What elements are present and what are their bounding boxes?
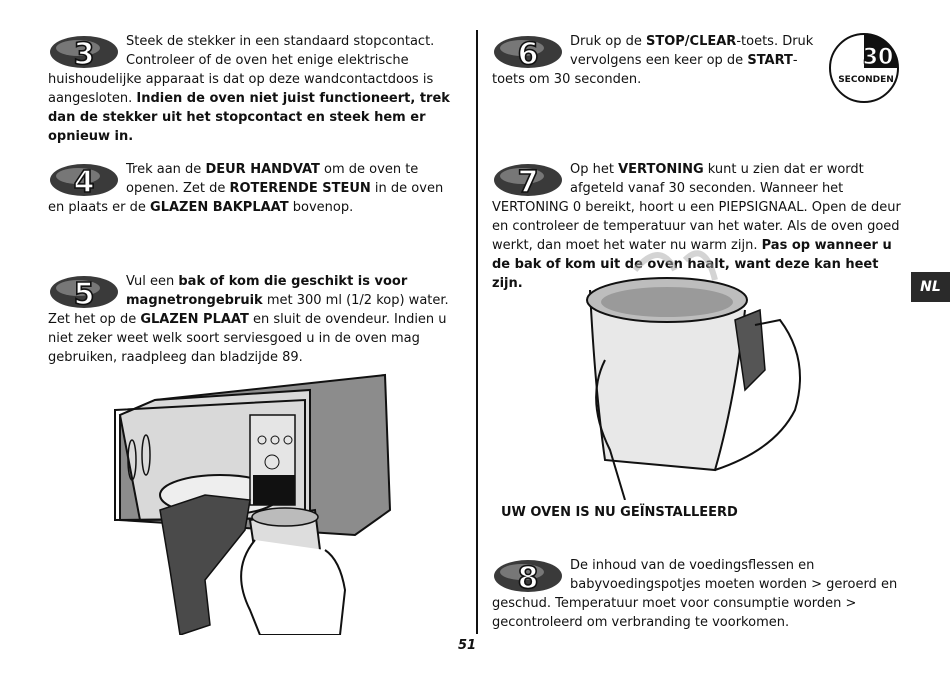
step-text-bold: START xyxy=(747,53,793,68)
step-text: en sluit de ovendeur. Indien u niet zeke… xyxy=(48,312,447,365)
step-text-bold: Pas op wanneer u de bak of kom uit de ov… xyxy=(492,238,892,291)
step-text: Trek aan de xyxy=(126,162,206,177)
step-text: Druk op de xyxy=(570,34,646,49)
step-text-bold: Indien de oven niet juist functioneert, … xyxy=(48,91,450,144)
timer-value: 30 xyxy=(863,45,894,70)
step-text: met 300 ml (1/2 kop) water. Zet het op d… xyxy=(48,293,449,327)
step-text: Vul een xyxy=(126,274,179,289)
step-7: 7 Op het VERTONING kunt u zien dat er wo… xyxy=(492,160,902,293)
hand-holding-cup-illustration xyxy=(586,250,801,500)
step-text-bold: DEUR HANDVAT xyxy=(205,162,320,177)
step-text: kunt u zien dat er wordt afgeteld vanaf … xyxy=(492,162,901,253)
step-text: -toets. Druk vervolgens een keer op de xyxy=(570,34,814,68)
step-text-bold: bak of kom die geschikt is voor magnetro… xyxy=(126,274,408,308)
step-text-bold: GLAZEN PLAAT xyxy=(140,312,249,327)
svg-text:8: 8 xyxy=(518,561,539,594)
page-number: 51 xyxy=(458,638,477,653)
step-text-bold: VERTONING xyxy=(618,162,704,177)
svg-text:7: 7 xyxy=(518,165,539,198)
step-number-badge: 3 xyxy=(48,34,120,70)
step-5: 5 Vul een bak of kom die geschikt is voo… xyxy=(48,272,463,367)
installed-heading: UW OVEN IS NU GEÏNSTALLEERD xyxy=(501,505,738,520)
svg-text:3: 3 xyxy=(74,37,95,70)
step-number-badge: 7 xyxy=(492,162,564,198)
step-6: 6 Druk op de STOP/CLEAR-toets. Druk verv… xyxy=(492,32,827,89)
svg-text:4: 4 xyxy=(74,165,95,198)
svg-text:5: 5 xyxy=(74,277,95,310)
svg-text:6: 6 xyxy=(518,37,539,70)
step-text: in de oven en plaats er de xyxy=(48,181,444,215)
step-text-bold: GLAZEN BAKPLAAT xyxy=(150,200,289,215)
step-8: 8 De inhoud van de voedingsflessen en ba… xyxy=(492,556,902,632)
step-4: 4 Trek aan de DEUR HANDVAT om de oven te… xyxy=(48,160,463,217)
step-text-bold: STOP/CLEAR xyxy=(645,34,737,49)
timer-30-seconds-icon: 30 SECONDEN xyxy=(828,32,900,104)
step-text: om de oven te openen. Zet de xyxy=(126,162,419,196)
step-number-badge: 6 xyxy=(492,34,564,70)
language-tab: NL xyxy=(911,272,950,302)
step-number-badge: 5 xyxy=(48,274,120,310)
step-text-bold: ROTERENDE STEUN xyxy=(229,181,371,196)
column-divider xyxy=(476,30,478,634)
microwave-illustration xyxy=(110,370,395,635)
step-text: Steek de stekker in een standaard stopco… xyxy=(48,34,435,106)
step-3: 3 Steek de stekker in een standaard stop… xyxy=(48,32,463,146)
step-text: bovenop. xyxy=(288,200,354,215)
step-text: -toets om 30 seconden. xyxy=(492,53,798,87)
timer-unit: SECONDEN xyxy=(838,75,894,85)
step-number-badge: 8 xyxy=(492,558,564,594)
step-text: Op het xyxy=(570,162,619,177)
step-text: De inhoud van de voedingsflessen en baby… xyxy=(492,558,898,630)
step-number-badge: 4 xyxy=(48,162,120,198)
